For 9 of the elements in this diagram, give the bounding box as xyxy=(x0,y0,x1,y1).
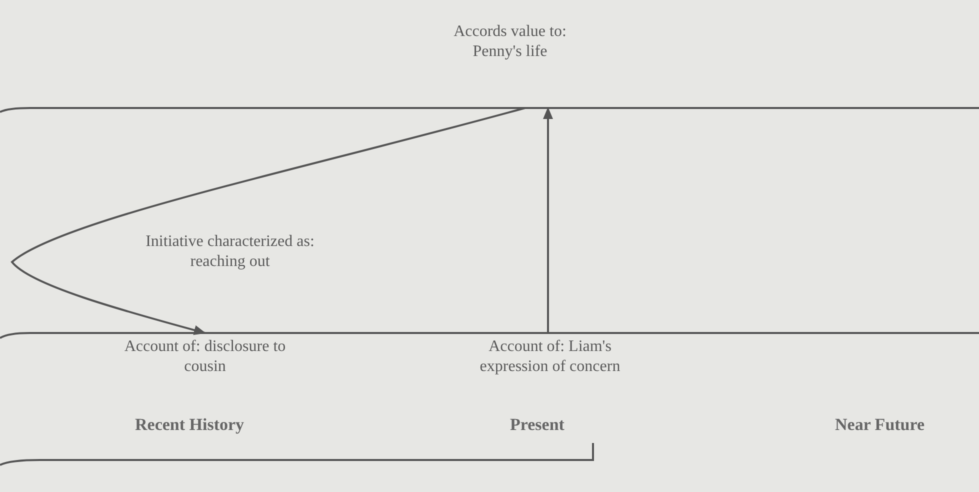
arrow xyxy=(543,107,553,333)
timeframe-label: Near Future xyxy=(835,415,925,435)
edge-label: Initiative characterized as: reaching out xyxy=(144,232,316,272)
point-label: Account of: disclosure to cousin xyxy=(123,337,287,377)
timeframe-label: Recent History xyxy=(135,415,244,435)
point-label: Accords value to: Penny's life xyxy=(452,22,568,62)
timeframe-label: Present xyxy=(510,415,564,435)
point-label: Account of: Liam's expression of concern xyxy=(478,337,622,377)
arrow xyxy=(11,107,526,335)
